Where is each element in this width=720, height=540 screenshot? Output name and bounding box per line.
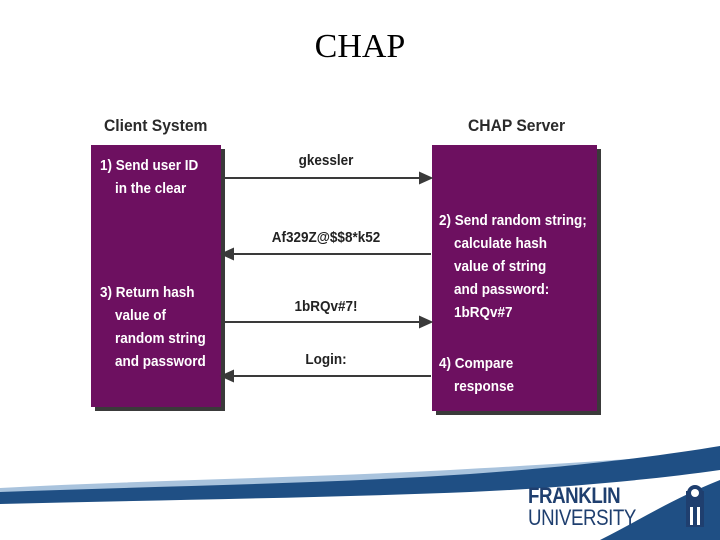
client-step-3: 3) Return hash value of random string an… bbox=[100, 284, 206, 370]
footer-wave bbox=[0, 446, 720, 540]
client-system-title: Client System bbox=[104, 116, 208, 135]
arrow-server-to-client-4 bbox=[219, 369, 431, 383]
arrow-client-to-server-3 bbox=[222, 315, 434, 329]
arrow-server-to-client-2 bbox=[219, 247, 431, 261]
message-label-2: Af329Z@$$8*k52 bbox=[271, 229, 381, 246]
logo-line-franklin: FRANKLIN bbox=[528, 483, 621, 508]
client-step-1: 1) Send user ID in the clear bbox=[100, 157, 199, 197]
logo-tower-icon bbox=[686, 485, 704, 527]
franklin-university-logo: FRANKLIN UNIVERSITY bbox=[528, 483, 718, 531]
server-step-2: 2) Send random string; calculate hash va… bbox=[439, 212, 587, 321]
message-label-3: 1bRQv#7! bbox=[294, 298, 358, 315]
chap-server-box bbox=[432, 145, 597, 411]
chap-server-title: CHAP Server bbox=[468, 116, 566, 135]
arrow-client-to-server-1 bbox=[222, 171, 434, 185]
slide-title: CHAP bbox=[314, 28, 406, 65]
server-step-4: 4) Compare response bbox=[439, 355, 515, 395]
message-label-1: gkessler bbox=[298, 152, 354, 169]
wave-light bbox=[0, 452, 720, 496]
message-label-4: Login: bbox=[305, 351, 347, 368]
client-system-box bbox=[91, 145, 221, 407]
logo-line-university: UNIVERSITY bbox=[528, 505, 636, 530]
wave-dark bbox=[0, 446, 720, 540]
